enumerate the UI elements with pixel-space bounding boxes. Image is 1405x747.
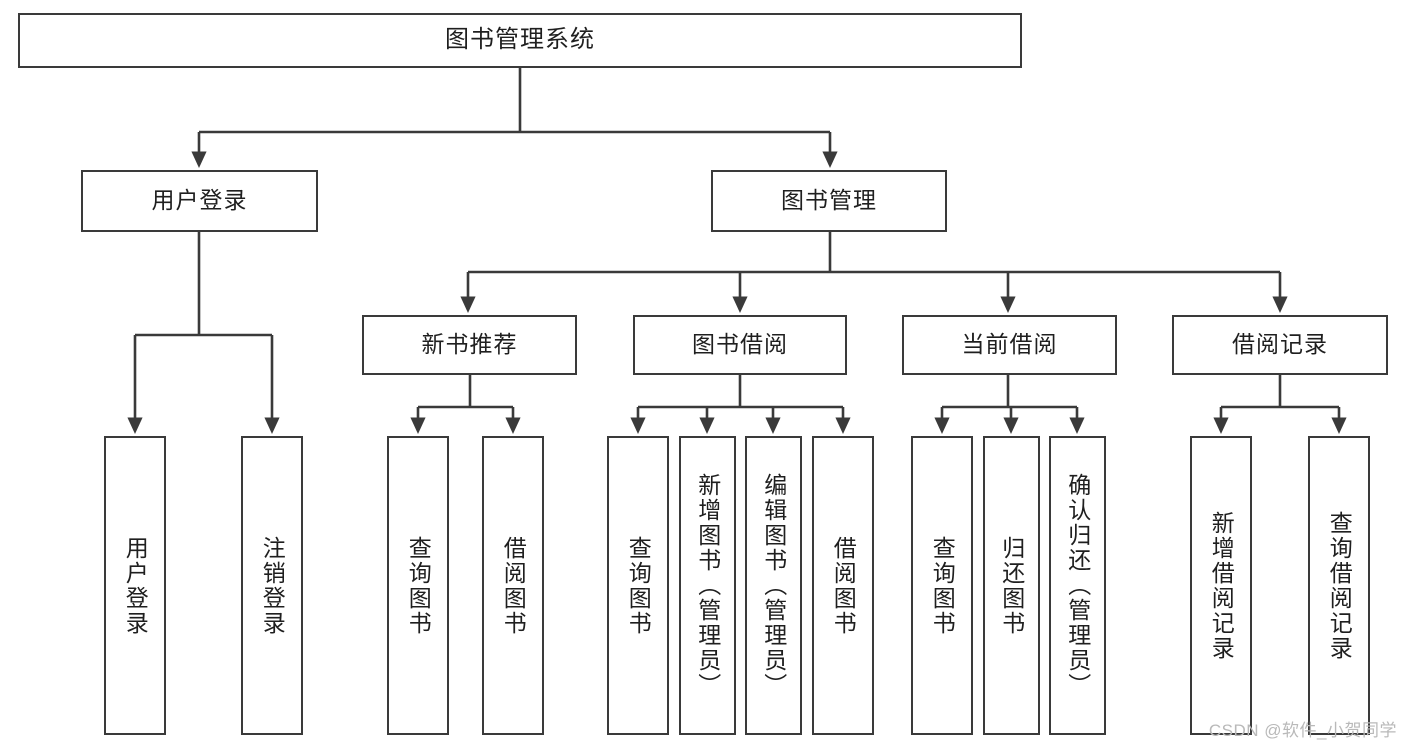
leaf-query-book-cb-label: 查询图书: [929, 535, 956, 636]
leaf-query-borrow-record[interactable]: 查询借阅记录: [1308, 436, 1370, 735]
node-book-management-label: 图书管理: [781, 187, 877, 214]
leaf-borrow-book-nbr[interactable]: 借阅图书: [482, 436, 544, 735]
node-new-book-recommend[interactable]: 新书推荐: [362, 315, 577, 375]
leaf-return-book-label: 归还图书: [998, 535, 1025, 636]
node-borrow-record-label: 借阅记录: [1232, 331, 1328, 358]
node-current-borrow[interactable]: 当前借阅: [902, 315, 1117, 375]
leaf-borrow-book-bb-label: 借阅图书: [830, 535, 857, 636]
node-new-book-recommend-label: 新书推荐: [421, 331, 518, 358]
leaf-logout-label: 注销登录: [259, 535, 286, 636]
node-root[interactable]: 图书管理系统: [18, 13, 1022, 68]
leaf-user-login[interactable]: 用户登录: [104, 436, 166, 735]
leaf-borrow-book-nbr-label: 借阅图书: [500, 535, 527, 636]
leaf-add-borrow-record[interactable]: 新增借阅记录: [1190, 436, 1252, 735]
leaf-user-login-label: 用户登录: [122, 535, 149, 636]
csdn-watermark: CSDN @软件_小贺同学: [1208, 721, 1397, 740]
leaf-query-book-nbr[interactable]: 查询图书: [387, 436, 449, 735]
leaf-borrow-book-bb[interactable]: 借阅图书: [812, 436, 874, 735]
leaf-query-book-cb[interactable]: 查询图书: [911, 436, 973, 735]
node-book-borrow-label: 图书借阅: [692, 331, 788, 358]
leaf-query-book-nbr-label: 查询图书: [405, 535, 432, 636]
leaf-edit-book-admin-label: 编辑图书（管理员）: [760, 473, 787, 698]
leaf-add-borrow-record-label: 新增借阅记录: [1208, 510, 1235, 661]
leaf-return-book[interactable]: 归还图书: [983, 436, 1040, 735]
leaf-edit-book-admin[interactable]: 编辑图书（管理员）: [745, 436, 802, 735]
leaf-logout[interactable]: 注销登录: [241, 436, 303, 735]
leaf-query-borrow-record-label: 查询借阅记录: [1326, 510, 1353, 661]
node-book-management[interactable]: 图书管理: [711, 170, 947, 232]
node-current-borrow-label: 当前借阅: [961, 331, 1058, 358]
leaf-confirm-return-admin[interactable]: 确认归还（管理员）: [1049, 436, 1106, 735]
node-root-label: 图书管理系统: [445, 26, 595, 54]
leaf-query-book-bb-label: 查询图书: [625, 535, 652, 636]
leaf-confirm-return-admin-label: 确认归还（管理员）: [1064, 473, 1091, 698]
leaf-add-book-admin-label: 新增图书（管理员）: [694, 473, 721, 698]
node-borrow-record[interactable]: 借阅记录: [1172, 315, 1388, 375]
node-user-login[interactable]: 用户登录: [81, 170, 318, 232]
node-user-login-label: 用户登录: [151, 187, 248, 214]
node-book-borrow[interactable]: 图书借阅: [633, 315, 847, 375]
leaf-add-book-admin[interactable]: 新增图书（管理员）: [679, 436, 736, 735]
leaf-query-book-bb[interactable]: 查询图书: [607, 436, 669, 735]
